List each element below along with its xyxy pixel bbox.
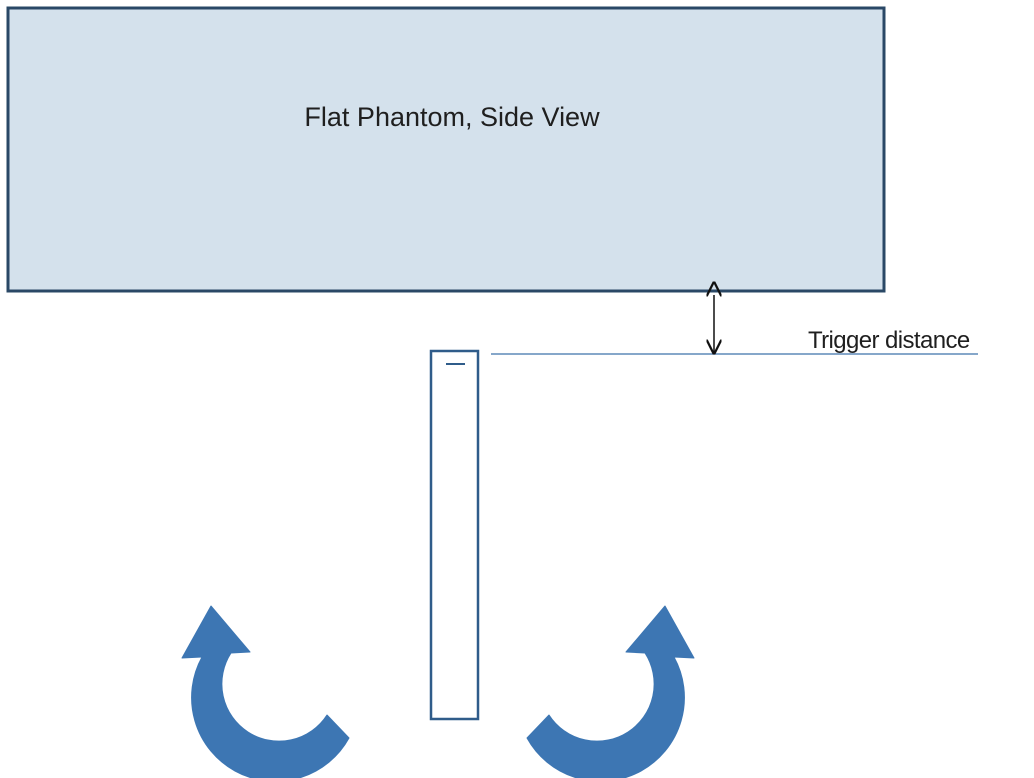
rotation-right-icon: [526, 605, 695, 778]
phantom-block: [6, 6, 886, 293]
flat-phantom: Flat Phantom, Side View: [6, 6, 886, 293]
probe: [429, 349, 480, 721]
rotation-left-icon: [181, 605, 350, 778]
phantom-label: Flat Phantom, Side View: [304, 102, 600, 132]
probe-body: [429, 349, 480, 721]
trigger-distance-label: Trigger distance: [808, 327, 970, 354]
